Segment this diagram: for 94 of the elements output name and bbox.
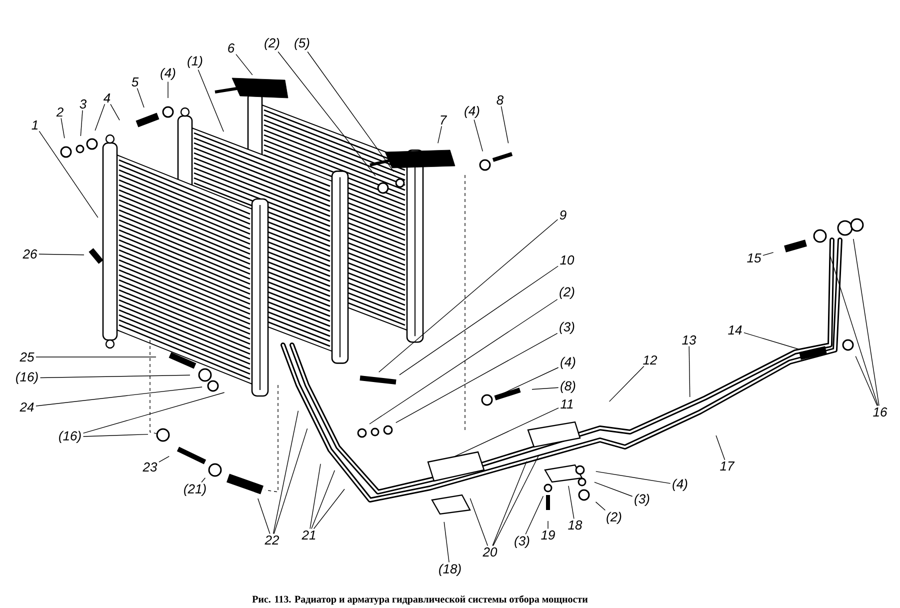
leader-line <box>444 522 450 563</box>
callout-number: 5 <box>132 77 139 87</box>
callout-number: 3 <box>80 99 87 109</box>
leader-line <box>492 454 540 546</box>
leader-line <box>80 110 83 136</box>
leader-line <box>525 496 544 535</box>
leader-line <box>198 69 224 132</box>
callout-number: (8) <box>560 380 576 394</box>
leader-line <box>853 238 880 406</box>
callout-number: 23 <box>142 462 158 472</box>
leader-line <box>855 356 878 406</box>
leader-line <box>744 332 800 350</box>
leader-line <box>236 54 253 76</box>
leader-line <box>272 410 299 534</box>
leader-line <box>378 219 558 372</box>
caption: Рис. 113. Радиатор и арматура гидравлической системы отбора мощности <box>252 595 588 605</box>
leader-line <box>36 386 202 406</box>
callout-number: 10 <box>560 255 574 265</box>
callout-number: 4 <box>103 94 110 102</box>
callout-number: 22 <box>264 535 280 545</box>
callout-number: 26 <box>22 249 38 259</box>
leader-line <box>310 464 321 530</box>
leader-line <box>762 252 774 256</box>
callout-number: 14 <box>728 326 742 334</box>
leader-line <box>278 51 376 176</box>
callout-number: 24 <box>20 402 34 412</box>
callout-number: (3) <box>560 322 574 334</box>
callout-number: (3) <box>514 536 530 548</box>
callout-number: 6 <box>228 43 235 53</box>
leader-line <box>608 366 644 402</box>
leader-line <box>307 51 394 172</box>
callout-number: 21 <box>302 530 316 540</box>
leader-line <box>688 346 690 398</box>
callout-number: (1) <box>188 56 202 68</box>
callout-number: (16) <box>16 372 38 384</box>
leader-line <box>82 434 148 437</box>
leader-line <box>94 104 106 131</box>
callout-number: 15 <box>747 253 762 263</box>
callout-number: 13 <box>682 335 696 345</box>
callout-number: 1 <box>32 120 38 130</box>
leader-line <box>470 498 488 546</box>
leader-line <box>158 456 170 462</box>
callout-number: (4) <box>160 68 176 80</box>
leader-line <box>40 374 190 378</box>
callout-number: (2) <box>560 286 574 300</box>
callout-number: 2 <box>56 107 64 117</box>
callout-number: (2) <box>264 38 280 50</box>
callout-number: (18) <box>439 564 461 576</box>
leader-line <box>60 118 65 138</box>
leader-line <box>595 502 606 511</box>
leader-line <box>258 498 270 534</box>
callout-number: 9 <box>560 210 566 220</box>
callout-number: 25 <box>20 352 34 362</box>
leader-line <box>136 88 144 108</box>
leader-line <box>474 119 483 152</box>
leader-line <box>596 471 671 484</box>
leader-line <box>500 106 509 144</box>
leader-line <box>399 266 558 376</box>
leader-line <box>82 392 225 434</box>
callout-number: (4) <box>464 106 480 118</box>
leader-line <box>311 470 336 530</box>
callout-number: (4) <box>672 478 688 492</box>
leader-line <box>38 254 84 256</box>
callout-number: (4) <box>560 356 576 370</box>
callout-number: (2) <box>606 512 622 524</box>
leader-line <box>201 478 206 483</box>
callout-number: (3) <box>634 494 650 506</box>
leader-line <box>716 435 726 460</box>
callout-number: 12 <box>643 355 658 365</box>
callout-number: 19 <box>541 530 555 540</box>
leader-line <box>438 126 442 144</box>
leader-line <box>313 488 345 530</box>
leader-line <box>36 356 156 358</box>
callout-number: 17 <box>720 462 735 470</box>
callout-number: 18 <box>568 520 582 530</box>
leader-line <box>532 387 559 390</box>
callout-number: (5) <box>294 38 310 50</box>
callout-number: 8 <box>496 95 504 105</box>
callout-number: (16) <box>59 430 81 444</box>
callout-number: 16 <box>873 407 888 417</box>
leader-line <box>568 486 574 520</box>
callout-number: 11 <box>560 400 573 408</box>
leader-line <box>110 104 120 121</box>
leader-line <box>369 299 558 424</box>
leader-line <box>829 254 878 406</box>
leader-line <box>454 408 559 457</box>
callout-number: (21) <box>184 484 206 496</box>
callout-number: 20 <box>482 547 498 557</box>
callout-number: 7 <box>440 116 448 124</box>
leader-line <box>274 428 308 534</box>
leader-line <box>396 332 558 423</box>
leader-line <box>492 460 527 546</box>
leader-line <box>38 130 98 218</box>
leader-line <box>594 482 633 497</box>
